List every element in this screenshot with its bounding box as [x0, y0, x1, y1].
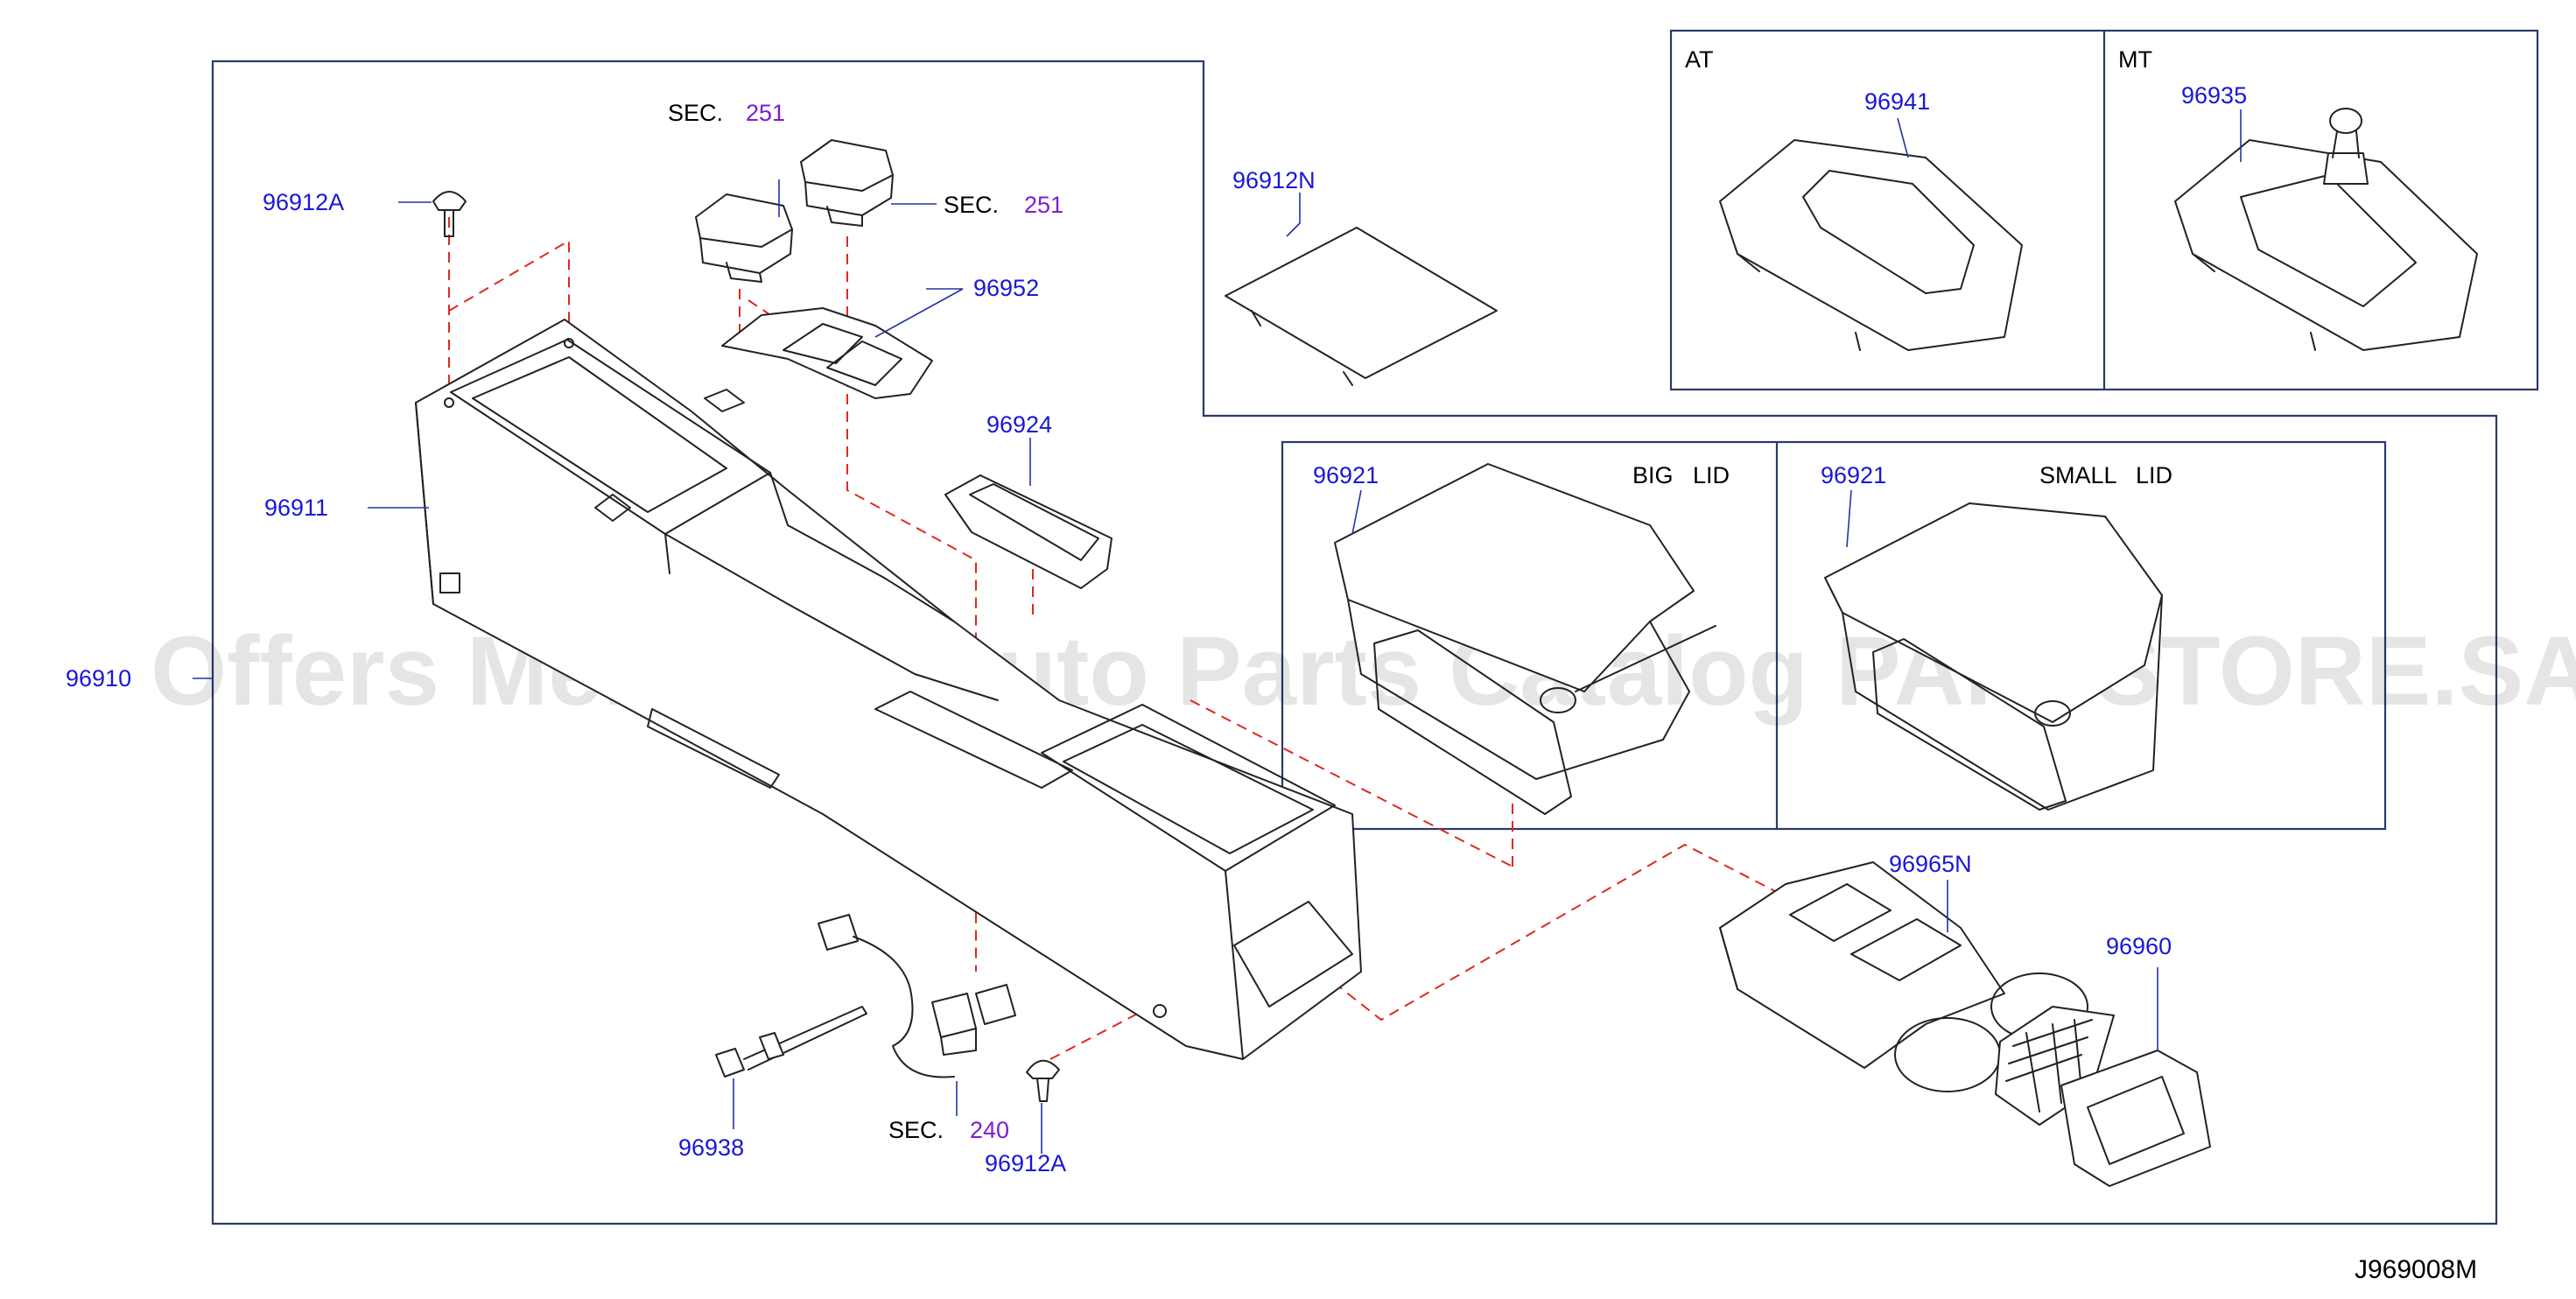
clip-top-illustration	[432, 191, 467, 237]
harness-illustration	[818, 914, 1016, 1078]
mt-shift-boot-illustration	[2174, 108, 2478, 351]
section-ref-a[interactable]: SEC. 251	[668, 100, 785, 126]
section-ref-b-number[interactable]: 251	[1024, 192, 1063, 218]
variant-label-at: AT	[1685, 46, 1714, 73]
part-label-96912A-bottom[interactable]: 96912A	[985, 1150, 1066, 1176]
variant-label-big-lid: BIG LID	[1632, 462, 1730, 488]
clip-bottom-illustration	[1026, 1059, 1060, 1102]
vent-grille-illustration	[1995, 1006, 2211, 1187]
part-label-96965N[interactable]: 96965N	[1889, 851, 1972, 877]
variant-label-mt: MT	[2118, 46, 2152, 73]
armrest-small-lid-illustration	[1824, 502, 2163, 811]
at-shift-finisher-illustration	[1719, 139, 2023, 351]
switch-left-illustration	[695, 193, 793, 283]
part-label-96960[interactable]: 96960	[2106, 933, 2172, 959]
switch-bezel-illustration	[721, 307, 933, 399]
part-label-96924[interactable]: 96924	[986, 411, 1052, 438]
section-ref-a-prefix: SEC.	[668, 100, 723, 126]
variant-label-small-lid: SMALL LID	[2039, 462, 2172, 488]
section-ref-c[interactable]: SEC. 240	[888, 1117, 1009, 1143]
console-body-illustration	[415, 319, 1362, 1060]
tray-illustration	[944, 474, 1113, 589]
part-label-96911[interactable]: 96911	[264, 495, 328, 521]
part-label-96941[interactable]: 96941	[1864, 88, 1930, 115]
part-label-96921-big[interactable]: 96921	[1313, 462, 1379, 488]
part-label-96935[interactable]: 96935	[2181, 82, 2247, 109]
lid-variant-frame	[1281, 440, 2387, 831]
part-label-96952[interactable]: 96952	[973, 275, 1039, 301]
part-label-96910[interactable]: 96910	[66, 665, 131, 692]
leader-lines	[193, 109, 2242, 1154]
armrest-big-lid-illustration	[1334, 463, 1716, 815]
section-ref-c-prefix: SEC.	[888, 1117, 944, 1143]
part-label-96912N[interactable]: 96912N	[1232, 167, 1316, 193]
switch-right-illustration	[800, 139, 894, 227]
section-ref-b-prefix: SEC.	[944, 192, 999, 218]
cup-holder-illustration	[1719, 861, 2088, 1092]
cable-tie-illustration	[715, 1006, 867, 1078]
section-ref-a-number[interactable]: 251	[746, 100, 785, 126]
part-label-96938[interactable]: 96938	[678, 1134, 744, 1161]
section-ref-b[interactable]: SEC. 251	[944, 192, 1063, 218]
main-assembly-frame	[211, 60, 2498, 1225]
diagram-code: J969008M	[2355, 1255, 2477, 1284]
part-label-96912A-top[interactable]: 96912A	[263, 189, 344, 215]
cover-panel-illustration	[1225, 227, 1498, 386]
section-ref-c-number[interactable]: 240	[970, 1117, 1009, 1143]
part-label-96921-small[interactable]: 96921	[1821, 462, 1886, 488]
